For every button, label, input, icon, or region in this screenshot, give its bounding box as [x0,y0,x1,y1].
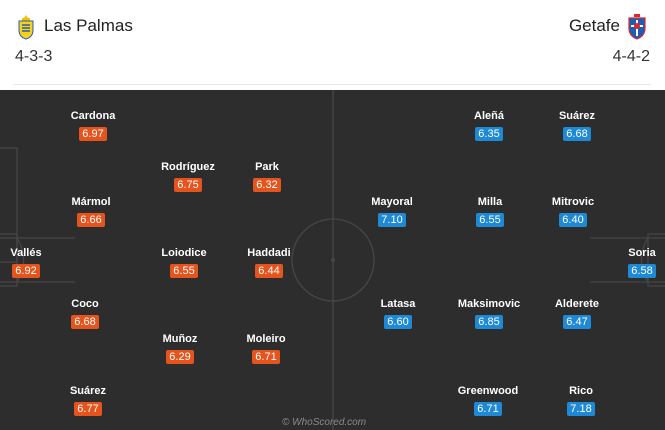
away-player-card[interactable]: Mayoral 7.10 [352,196,432,228]
away-player-card[interactable]: Rico 7.18 [541,385,621,417]
player-name: Soria [628,247,656,259]
home-player-card[interactable]: Haddadi 6.44 [229,247,309,279]
player-rating: 6.71 [252,350,280,364]
home-formation: 4-3-3 [15,48,53,65]
pitch-markings [0,90,665,430]
home-player-card[interactable]: Moleiro 6.71 [226,333,306,365]
player-name: Cardona [70,110,116,122]
player-rating: 6.66 [77,213,105,227]
player-rating: 6.55 [476,213,504,227]
away-player-card[interactable]: Aleñá 6.35 [449,110,529,142]
player-name: Milla [477,196,503,208]
player-name: Greenwood [457,385,519,397]
player-name: Alderete [554,298,600,310]
player-name: Suárez [558,110,596,122]
player-rating: 6.58 [628,264,656,278]
player-rating: 6.47 [563,315,591,329]
las-palmas-crest-icon [18,15,34,40]
getafe-crest-icon [628,14,646,40]
player-rating: 6.68 [563,127,591,141]
home-team-name: Las Palmas [44,16,133,35]
player-rating: 6.77 [74,402,102,416]
player-name: Latasa [380,298,416,310]
player-rating: 6.32 [253,178,281,192]
away-player-card[interactable]: Suárez 6.68 [537,110,617,142]
player-rating: 6.71 [474,402,502,416]
player-rating: 6.55 [170,264,198,278]
away-team-name: Getafe [568,16,620,35]
player-rating: 6.68 [71,315,99,329]
player-rating: 6.35 [475,127,503,141]
home-player-card[interactable]: Loiodice 6.55 [144,247,224,279]
player-name: Park [255,161,279,173]
player-name: Moleiro [246,333,286,345]
home-player-card[interactable]: Coco 6.68 [45,298,125,330]
away-player-card[interactable]: Latasa 6.60 [358,298,438,330]
away-player-card[interactable]: Milla 6.55 [450,196,530,228]
home-player-card[interactable]: Vallés 6.92 [0,247,66,279]
header-divider [14,84,651,85]
away-player-card[interactable]: Maksimovic 6.85 [449,298,529,330]
player-name: Haddadi [247,247,291,259]
match-header: Las Palmas 4-3-3 Getafe 4-4-2 [0,0,665,90]
player-name: Muñoz [162,333,198,345]
player-rating: 7.10 [378,213,406,227]
home-player-card[interactable]: Rodríguez 6.75 [148,161,228,193]
player-name: Vallés [10,247,42,259]
player-rating: 6.97 [79,127,107,141]
player-rating: 6.60 [384,315,412,329]
player-rating: 6.29 [166,350,194,364]
player-name: Maksimovic [457,298,521,310]
away-player-card[interactable]: Mitrovic 6.40 [533,196,613,228]
home-player-card[interactable]: Muñoz 6.29 [140,333,220,365]
home-player-card[interactable]: Mármol 6.66 [51,196,131,228]
player-rating: 6.85 [475,315,503,329]
home-player-card[interactable]: Park 6.32 [227,161,307,193]
player-name: Rico [569,385,593,397]
away-formation: 4-4-2 [612,48,650,65]
player-name: Mármol [71,196,111,208]
away-player-card[interactable]: Soria 6.58 [602,247,665,279]
home-player-card[interactable]: Suárez 6.77 [48,385,128,417]
player-rating: 7.18 [567,402,595,416]
player-rating: 6.92 [12,264,40,278]
player-name: Mitrovic [551,196,595,208]
player-rating: 6.44 [255,264,283,278]
away-player-card[interactable]: Greenwood 6.71 [448,385,528,417]
away-player-card[interactable]: Alderete 6.47 [537,298,617,330]
player-name: Loiodice [161,247,207,259]
home-player-card[interactable]: Cardona 6.97 [53,110,133,142]
player-rating: 6.75 [174,178,202,192]
whoscored-watermark: © WhoScored.com [282,417,367,428]
player-rating: 6.40 [559,213,587,227]
player-name: Rodríguez [161,161,215,173]
pitch: Cardona 6.97 Rodríguez 6.75 Park 6.32 Má… [0,90,665,430]
player-name: Suárez [69,385,107,397]
player-name: Coco [71,298,99,310]
player-name: Mayoral [371,196,413,208]
player-name: Aleñá [474,110,504,122]
